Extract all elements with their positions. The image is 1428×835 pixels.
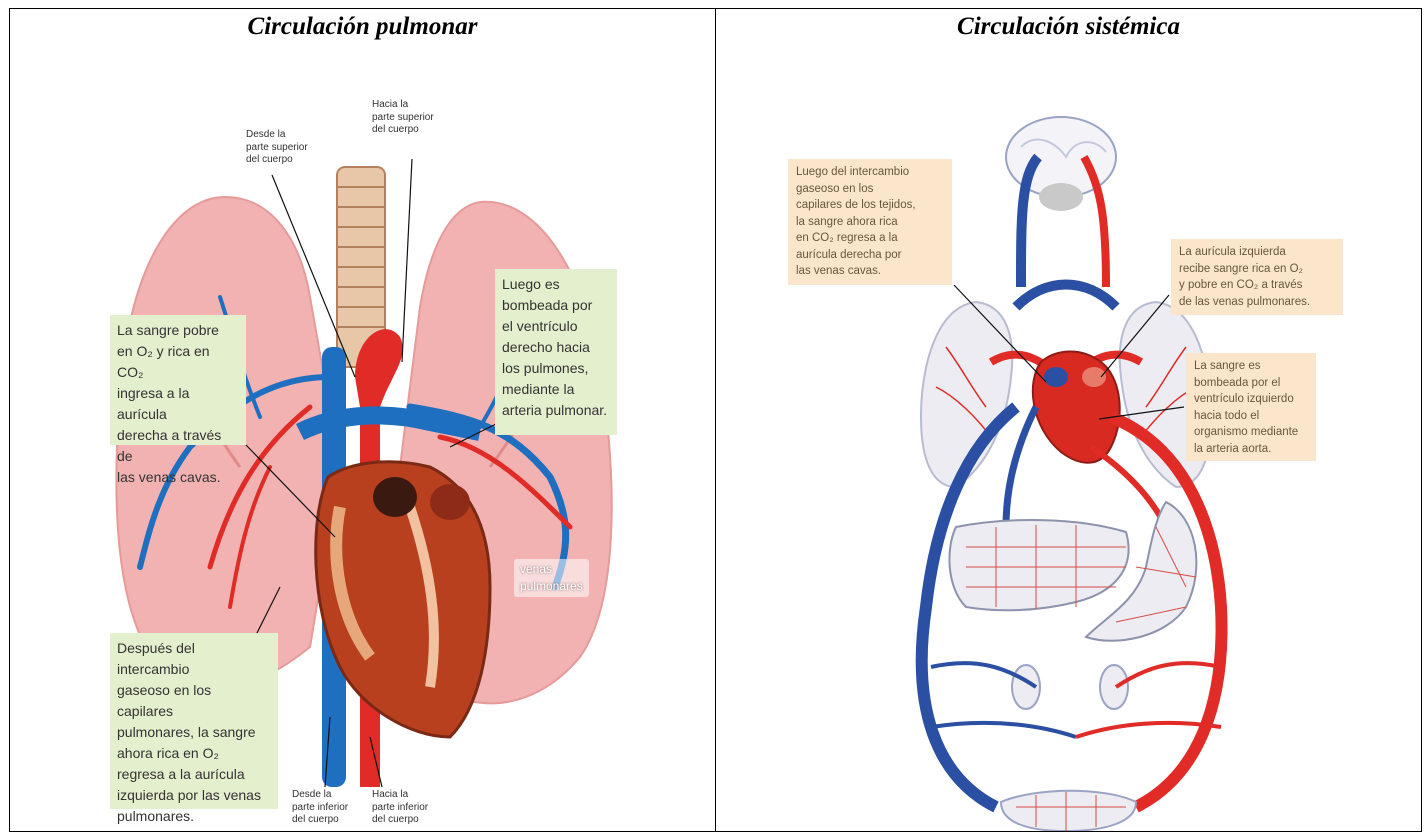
liver (949, 520, 1128, 610)
pulmonary-artery (300, 415, 480, 432)
callout-line: derecho hacia (502, 337, 610, 358)
callout-line: en O₂ y rica en CO₂ (117, 341, 239, 383)
heart (1033, 351, 1120, 462)
callout-line: las venas cavas. (117, 467, 239, 488)
callout-line: hacia todo el (1194, 408, 1308, 425)
right-panel-title: Circulación sistémica (716, 9, 1421, 47)
label-line: del cuerpo (372, 124, 434, 137)
label-line: Hacia la (372, 99, 434, 112)
callout-line: gaseoso en los (796, 181, 944, 198)
callout-line: las venas cavas. (796, 263, 944, 280)
right-cell: Circulación sistémica (716, 9, 1422, 832)
callout-line: izquierda por las venas (117, 785, 271, 806)
label-line: del cuerpo (246, 154, 308, 167)
callout-line: organismo mediante (1194, 424, 1308, 441)
callout-line: ahora rica en O₂ (117, 743, 271, 764)
callout-line: bombeada por (502, 295, 610, 316)
comparison-table: Circulación pulmonar (9, 8, 1422, 832)
callout-line: pulmonares, la sangre (117, 722, 271, 743)
callout-line: la arteria aorta. (1194, 441, 1308, 458)
label-to-upper-body: Hacia la parte superior del cuerpo (372, 99, 434, 137)
label-from-lower-body: Desde la parte inferior del cuerpo (292, 789, 348, 827)
label-line: pulmonares (520, 578, 583, 595)
callout-line: ventrículo izquierdo (1194, 391, 1308, 408)
callout-left-atrium: La aurícula izquierda recibe sangre rica… (1171, 239, 1343, 315)
label-line: parte superior (246, 142, 308, 155)
left-kidney (1100, 665, 1128, 709)
callout-line: aurícula derecha por (796, 247, 944, 264)
callout-line: derecha a través de (117, 425, 239, 467)
label-line: parte superior (372, 112, 434, 125)
callout-line: los pulmones, (502, 358, 610, 379)
left-panel-title: Circulación pulmonar (10, 9, 715, 47)
label-from-upper-body: Desde la parte superior del cuerpo (246, 129, 308, 167)
label-pulmonary-veins: venas pulmonares (514, 559, 589, 597)
callout-line: Luego es (502, 274, 610, 295)
callout-after-tissue-exchange: Luego del intercambio gaseoso en los cap… (788, 159, 952, 285)
pulmonary-circulation-panel: Desde la parte superior del cuerpo Hacia… (10, 47, 715, 831)
callout-line: Después del intercambio (117, 638, 271, 680)
label-line: Desde la (246, 129, 308, 142)
callout-left-ventricle: La sangre es bombeada por el ventrículo … (1186, 353, 1316, 461)
label-to-lower-body: Hacia la parte inferior del cuerpo (372, 789, 428, 827)
callout-line: mediante la (502, 379, 610, 400)
label-line: del cuerpo (292, 814, 348, 827)
lower-capillaries (1001, 791, 1136, 831)
callout-line: Luego del intercambio (796, 164, 944, 181)
label-line: Desde la (292, 789, 348, 802)
callout-line: y pobre en CO₂ a través (1179, 277, 1335, 294)
callout-line: gaseoso en los capilares (117, 680, 271, 722)
callout-line: La sangre pobre (117, 320, 239, 341)
callout-line: de las venas pulmonares. (1179, 294, 1335, 311)
callout-line: La sangre es (1194, 358, 1308, 375)
callout-line: capilares de los tejidos, (796, 197, 944, 214)
systemic-circulation-panel: Luego del intercambio gaseoso en los cap… (716, 47, 1421, 831)
callout-line: el ventrículo (502, 316, 610, 337)
callout-line: La aurícula izquierda (1179, 244, 1335, 261)
callout-line: recibe sangre rica en O₂ (1179, 261, 1335, 278)
left-cell: Circulación pulmonar (10, 9, 716, 832)
callout-line: ingresa a la aurícula (117, 383, 239, 425)
callout-pumped-right-ventricle: Luego es bombeada por el ventrículo dere… (495, 269, 617, 435)
label-line: parte inferior (292, 802, 348, 815)
callout-line: pulmonares. (117, 806, 271, 827)
label-line: Hacia la (372, 789, 428, 802)
callout-line: en CO₂ regresa a la (796, 230, 944, 247)
label-line: parte inferior (372, 802, 428, 815)
label-line: venas (520, 561, 583, 578)
callout-line: regresa a la aurícula (117, 764, 271, 785)
callout-line: bombeada por el (1194, 375, 1308, 392)
callout-poor-blood: La sangre pobre en O₂ y rica en CO₂ ingr… (110, 315, 246, 445)
label-line: del cuerpo (372, 814, 428, 827)
callout-after-gas-exchange: Después del intercambio gaseoso en los c… (110, 633, 278, 809)
callout-line: arteria pulmonar. (502, 400, 610, 421)
callout-line: la sangre ahora rica (796, 214, 944, 231)
